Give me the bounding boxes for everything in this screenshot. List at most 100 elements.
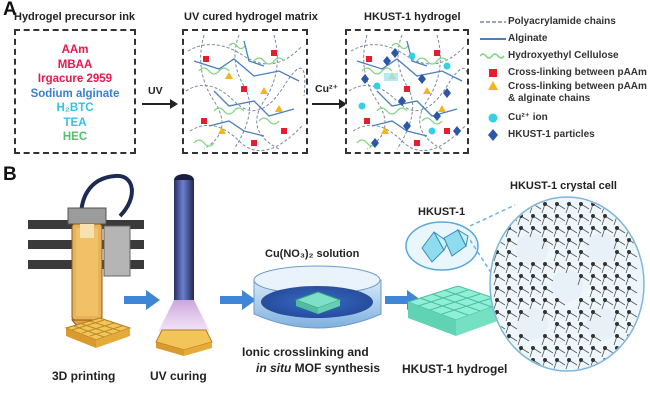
lattice-bond [520, 359, 530, 366]
lattice-bond [628, 359, 638, 366]
green-wave-icon [478, 51, 508, 61]
lattice-atom [519, 346, 523, 350]
lattice-atom [591, 226, 595, 230]
lattice-atom [615, 286, 619, 290]
lattice-bond [517, 203, 522, 214]
lattice-atom [627, 202, 631, 206]
uv-cured-matrix-box [182, 29, 308, 154]
hkust-particle-marker [371, 138, 379, 148]
step-uv-curing-label: UV curing [150, 369, 207, 383]
legend-row: Cross-linking between pAAm [478, 64, 650, 81]
lattice-bond [616, 203, 626, 210]
lattice-atom [567, 322, 571, 326]
yellow-triangle-icon [478, 81, 508, 91]
cu-ion-marker [443, 62, 451, 70]
lattice-atom [495, 238, 499, 242]
pAAm-crosslink-marker [434, 50, 440, 56]
lattice-atom [591, 346, 595, 350]
alginate-crosslink-marker [438, 105, 446, 112]
pAAm-crosslink-marker [281, 128, 287, 134]
lattice-atom [567, 310, 571, 314]
lattice-atom [519, 358, 523, 362]
lattice-atom [495, 274, 499, 278]
legend-label: HKUST-1 particles [508, 128, 595, 140]
lattice-atom [615, 358, 619, 362]
cu-arrow-icon [312, 99, 347, 109]
lattice-atom [627, 262, 631, 266]
cu-ion-marker [408, 52, 416, 60]
pAAm-crosslink-marker [404, 86, 410, 92]
lattice-bond [496, 335, 506, 342]
lattice-pore [516, 308, 548, 340]
lattice-atom [531, 274, 535, 278]
alginate-chain [213, 90, 295, 117]
ink-item: AAm [61, 44, 89, 56]
lattice-atom [579, 322, 583, 326]
lattice-atom [495, 262, 499, 266]
hec-chain [198, 67, 230, 75]
lattice-atom [543, 358, 547, 362]
polyacrylamide-chain [187, 44, 303, 65]
mof-synthesis-text: MOF synthesis [291, 361, 381, 375]
hkust-hydrogel-box [345, 29, 469, 154]
lattice-atom [507, 346, 511, 350]
red-square-icon [478, 68, 508, 78]
lattice-atom [495, 334, 499, 338]
lattice-bond [493, 227, 498, 238]
lattice-atom [555, 250, 559, 254]
printed-scaffold-icon [64, 317, 132, 348]
lattice-atom [543, 238, 547, 242]
lattice-atom [507, 334, 511, 338]
uv-arrow-label: UV [148, 85, 163, 97]
lattice-atom [507, 202, 511, 206]
lattice-atom [555, 322, 559, 326]
step-3d-printing-label: 3D printing [52, 369, 116, 383]
polyacrylamide-chain [352, 124, 466, 152]
lattice-atom [555, 358, 559, 362]
lattice-atom [591, 262, 595, 266]
lattice-bond [496, 359, 506, 366]
pAAm-crosslink-marker [271, 50, 277, 56]
pAAm-crosslink-marker [444, 128, 450, 134]
step-crosslinking-label-line2: in situ MOF synthesis [256, 361, 380, 375]
lattice-bond [493, 203, 498, 214]
lattice-bond [493, 359, 498, 370]
polyacrylamide-chain [189, 124, 303, 152]
alginate-chain [376, 90, 458, 117]
lattice-atom [579, 214, 583, 218]
process-arrow-2-icon [220, 290, 256, 310]
lattice-pore [586, 233, 618, 265]
lattice-atom [591, 334, 595, 338]
hkust-particle-marker [418, 74, 426, 84]
lattice-atom [555, 214, 559, 218]
lattice-atom [531, 346, 535, 350]
process-arrow-1-icon [124, 290, 160, 310]
lattice-atom [543, 298, 547, 302]
ink-item: MBAA [57, 58, 93, 71]
lattice-bond [493, 215, 498, 226]
lattice-atom [567, 358, 571, 362]
ink-box-title: Hydrogel precursor ink [14, 11, 136, 23]
step-hkust-hydrogel-label: HKUST-1 hydrogel [402, 362, 508, 376]
lattice-atom [579, 238, 583, 242]
lattice-atom [627, 298, 631, 302]
lattice-atom [531, 262, 535, 266]
lattice-atom [543, 214, 547, 218]
lattice-atom [543, 286, 547, 290]
ink-item: TEA [63, 116, 87, 129]
lattice-atom [507, 274, 511, 278]
lattice-atom [615, 322, 619, 326]
alginate-crosslink-marker [260, 87, 268, 94]
alginate-chain [371, 120, 428, 137]
lattice-bond [625, 347, 630, 358]
hkust-1-crystal-icon [405, 221, 479, 271]
hkust-particle-marker [403, 121, 411, 131]
lattice-bond [628, 335, 638, 342]
pAAm-crosslink-marker [251, 140, 257, 146]
lattice-atom [543, 274, 547, 278]
lattice-atom [615, 334, 619, 338]
legend-row: Cross-linking between pAAm & alginate ch… [478, 81, 650, 109]
lattice-atom [579, 274, 583, 278]
hec-chain [416, 57, 448, 65]
lattice-atom [615, 298, 619, 302]
